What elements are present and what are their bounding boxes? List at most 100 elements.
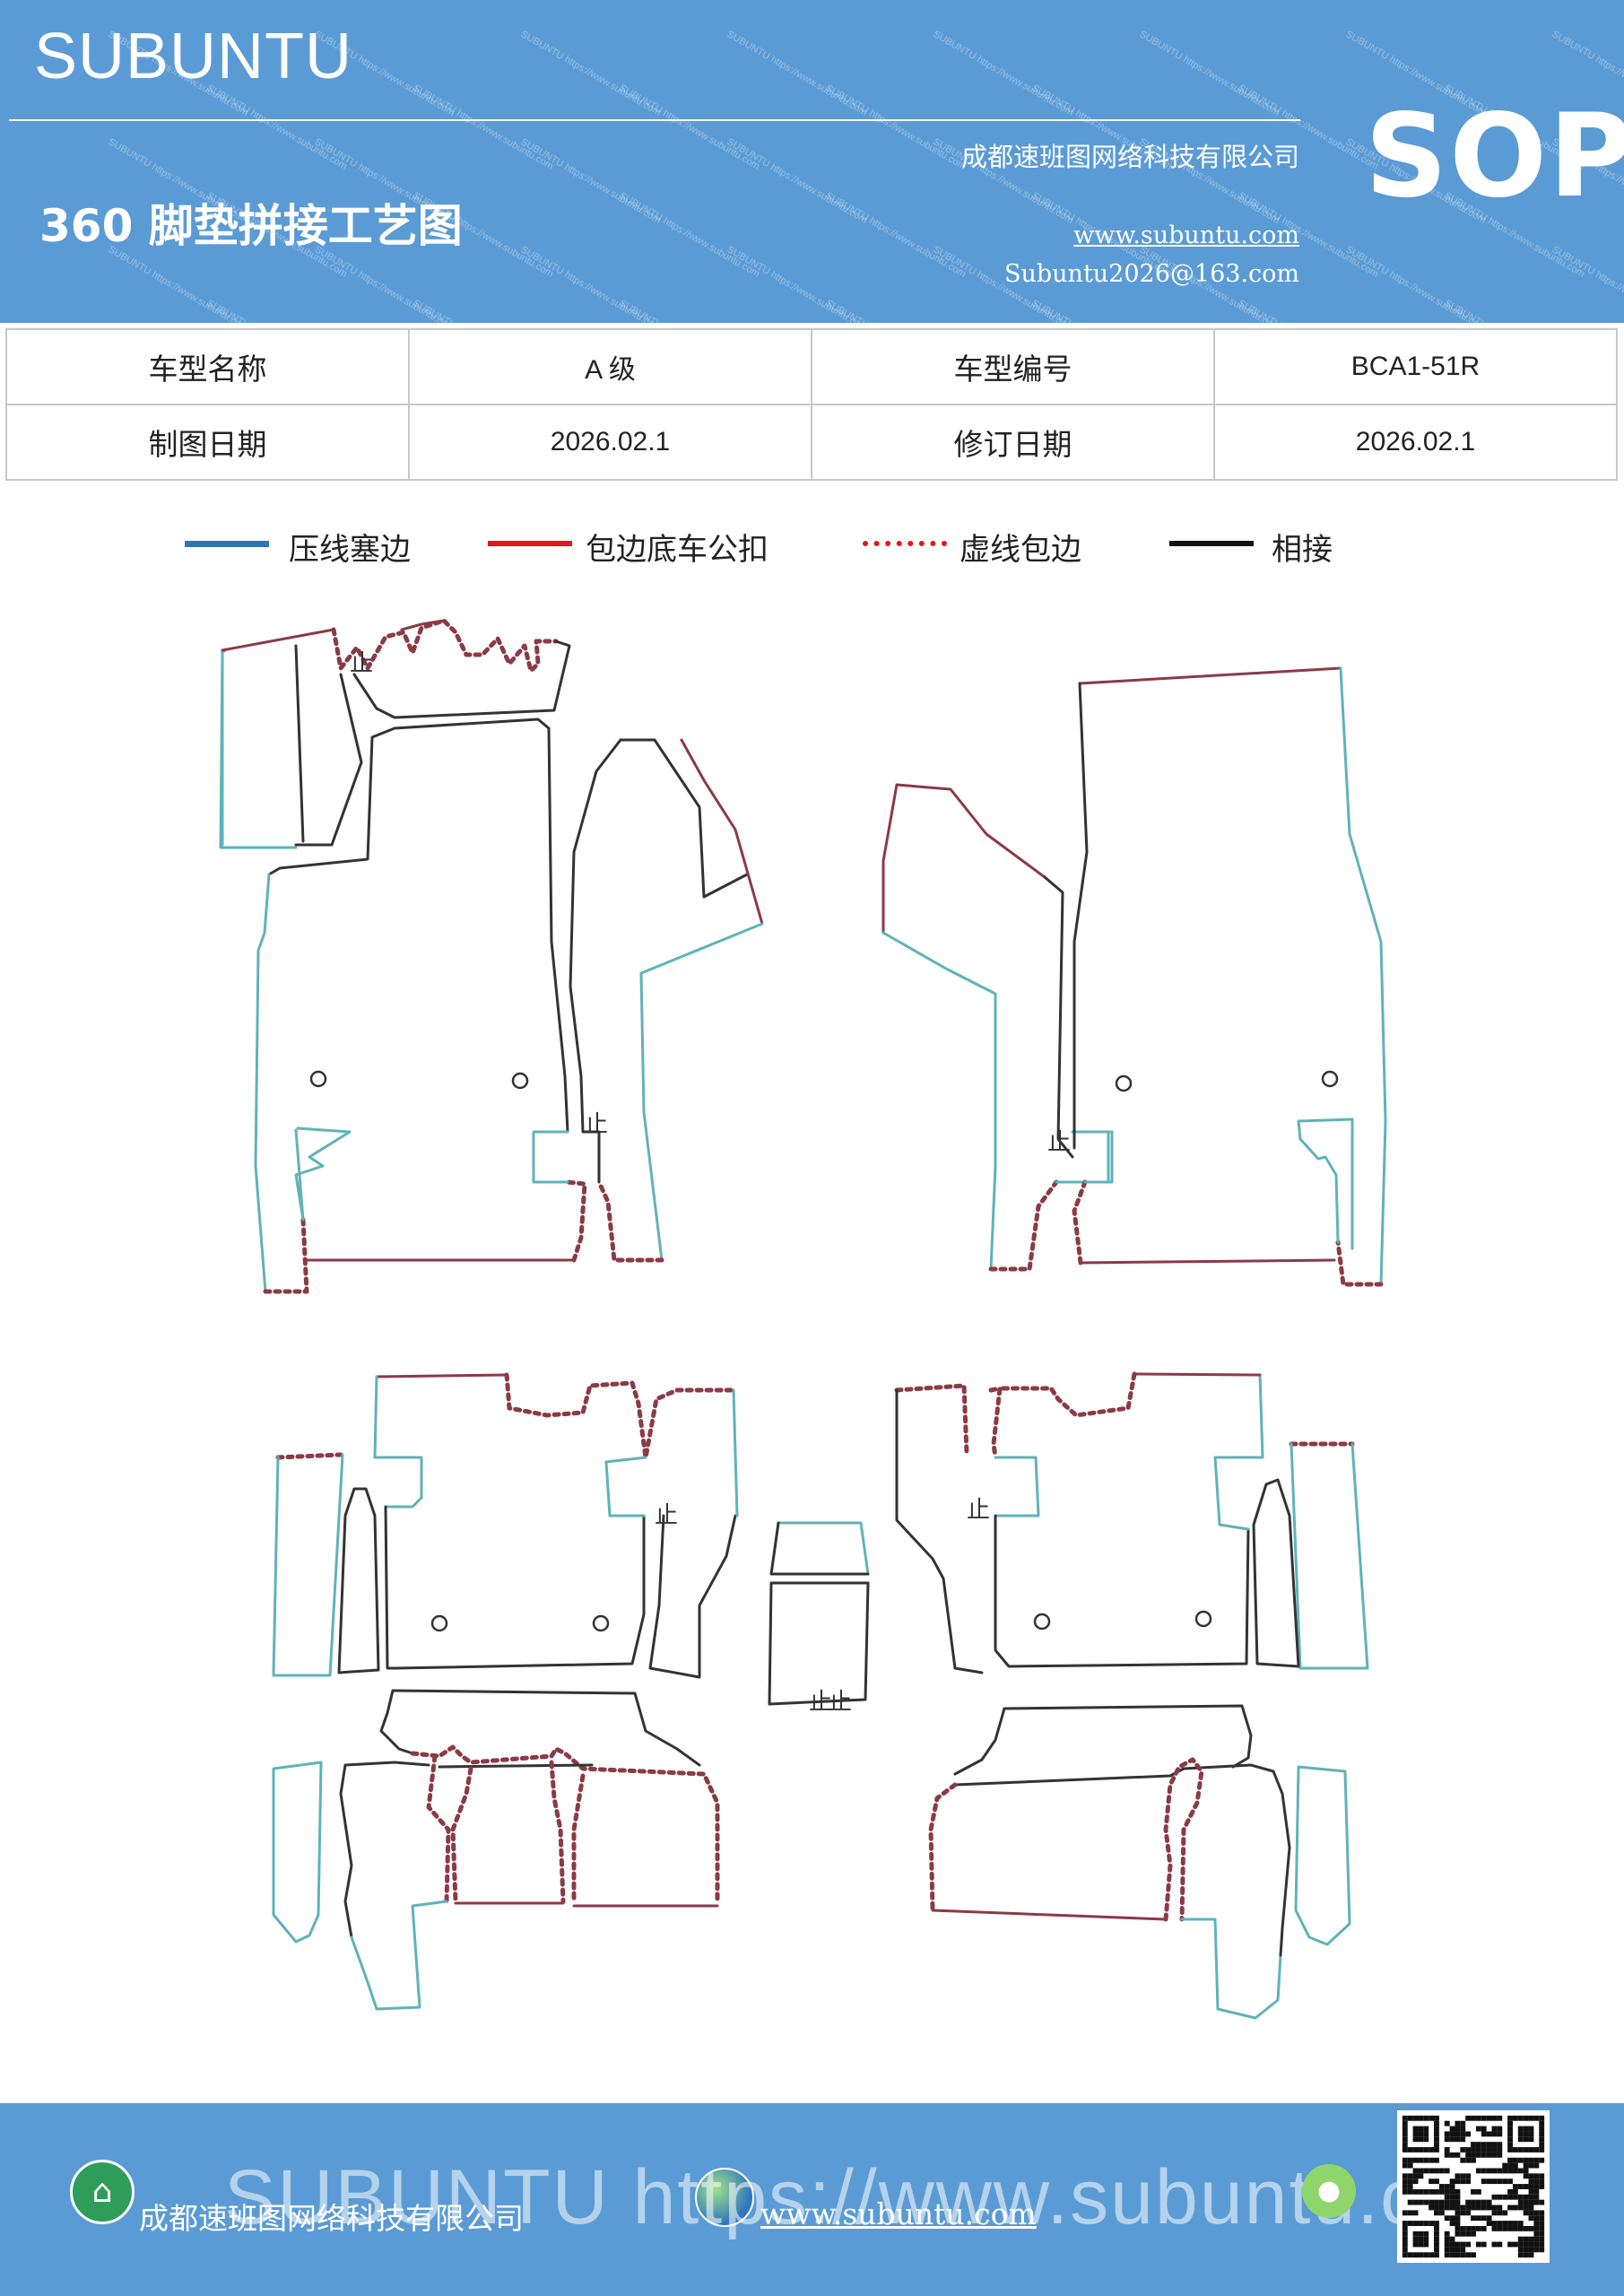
footer-website-link[interactable]: www.subuntu.com	[760, 2196, 1037, 2231]
mat-edge	[1339, 666, 1387, 1286]
mat-edge	[337, 1487, 380, 1674]
mount-hole	[430, 1614, 448, 1632]
mat-edge	[680, 738, 764, 926]
mat-edge	[894, 1383, 969, 1456]
footer-company-name: 成都速班图网络科技有限公司	[139, 2201, 524, 2236]
mat-edge	[294, 673, 363, 847]
edge-legend: 压线塞边 包边底车公扣 虚线包边 相接	[0, 525, 1624, 578]
mat-edge	[384, 1505, 646, 1670]
mat-edge	[895, 783, 1046, 879]
footer-banner: ⌂ 成都速班图网络科技有限公司 www.subuntu.com SUBUNTU …	[0, 2103, 1624, 2296]
mat-edge	[732, 1388, 739, 1518]
mat-edge	[1294, 1765, 1351, 1946]
mat-edge	[267, 726, 396, 876]
mat-edge	[1078, 666, 1342, 685]
mat-edge	[619, 738, 749, 899]
mat-edge	[1163, 1757, 1204, 1922]
mat-edge	[438, 1763, 594, 1769]
mat-edge	[881, 931, 997, 1271]
mat-edge	[1335, 1239, 1384, 1287]
legend-label-joined: 相接	[1272, 532, 1333, 568]
website-link[interactable]: www.subuntu.com	[1073, 222, 1299, 249]
mat-edge	[254, 873, 271, 1293]
mount-hole	[1321, 1070, 1339, 1088]
mat-center-tunnel	[768, 1521, 870, 1706]
mat-edge	[272, 1453, 344, 1677]
mat-edge	[1072, 1179, 1088, 1265]
table-row: 制图日期 2026.02.1 修订日期 2026.02.1	[5, 404, 1618, 481]
mat-edge	[1272, 1770, 1291, 1957]
mat-edge	[300, 1217, 309, 1294]
mat-third-row-left	[272, 1689, 720, 2011]
legend-label-dotted-edge: 虚线包边	[960, 532, 1081, 568]
mat-edge	[1043, 875, 1074, 1159]
mat-edge	[373, 1375, 423, 1509]
mount-hole	[511, 1072, 529, 1090]
mat-edge	[352, 639, 571, 719]
mat-edge	[928, 1782, 958, 1913]
mount-hole	[1194, 1610, 1212, 1628]
mat-edge	[450, 1766, 473, 1904]
mat-edge	[272, 1761, 323, 1944]
building-icon: ⌂	[70, 2160, 135, 2224]
legend-swatch-dotted-edge	[863, 541, 947, 546]
mat-edge	[604, 1456, 647, 1518]
mat-edge	[1073, 682, 1089, 1150]
qr-code[interactable]	[1397, 2110, 1550, 2263]
revision-date-label: 修订日期	[811, 404, 1215, 481]
mat-edge	[1297, 1118, 1354, 1250]
mat-edge	[410, 1744, 720, 1904]
mat-rear-left	[373, 1372, 739, 1679]
mat-edge	[777, 1521, 870, 1576]
stop-markers: 止 止 止 止 止 止 止	[350, 650, 1071, 1716]
mat-edge	[994, 1456, 1040, 1518]
table-row: 车型名称 A 级 车型编号 BCA1-51R	[5, 328, 1618, 405]
document-title: 360 脚垫拼接工艺图	[39, 200, 463, 252]
model-name-label: 车型名称	[5, 328, 410, 405]
draw-date-label: 制图日期	[5, 404, 410, 481]
mat-edge	[1290, 1442, 1369, 1670]
mat-edge	[426, 1753, 451, 1904]
mat-edge	[648, 1514, 737, 1679]
mat-edge	[1133, 1372, 1262, 1377]
wechat-icon: ●	[1302, 2164, 1356, 2218]
mat-edge	[331, 618, 559, 674]
model-name-value: A 级	[408, 328, 812, 405]
mat-edge	[988, 1386, 1003, 1460]
brand-name: SUBUNTU	[34, 21, 353, 92]
mat-edge	[768, 1581, 870, 1706]
mat-edge	[953, 1763, 1275, 1787]
mat-front-left-center	[569, 738, 764, 1263]
header-divider	[9, 119, 1300, 121]
mount-hole	[309, 1070, 327, 1088]
mat-edge	[639, 922, 764, 1262]
mat-edge	[596, 1179, 664, 1263]
model-code-value: BCA1-51R	[1213, 328, 1618, 405]
stop-marker: 止	[655, 1502, 678, 1529]
mat-edge	[379, 1689, 414, 1755]
legend-label-press-line: 压线塞边	[289, 532, 411, 568]
mat-rear-left-sidebars	[272, 1452, 380, 1677]
globe-icon	[695, 2168, 754, 2227]
stop-marker: 止	[967, 1497, 990, 1524]
vehicle-info-table: 车型名称 A 级 车型编号 BCA1-51R 制图日期 2026.02.1 修订…	[5, 328, 1618, 481]
email-address[interactable]: Subuntu2026@163.com	[1004, 260, 1299, 288]
mat-edge	[532, 1130, 569, 1184]
revision-date-value: 2026.02.1	[1213, 404, 1618, 481]
mat-edge	[339, 1763, 353, 1939]
legend-label-bound-edge: 包边底车公扣	[586, 532, 769, 568]
legend-swatch-joined	[1169, 541, 1254, 546]
mat-edge	[1213, 1373, 1264, 1531]
mat-edge	[769, 1521, 870, 1576]
stop-marker: 止	[1047, 1129, 1071, 1156]
mat-edge	[375, 1373, 508, 1378]
stop-marker: 止	[350, 650, 373, 677]
mat-edge	[275, 1452, 343, 1460]
sop-badge: SOP	[1365, 90, 1624, 223]
mat-edge	[565, 1179, 587, 1263]
company-name: 成都速班图网络科技有限公司	[960, 142, 1299, 172]
model-code-label: 车型编号	[811, 328, 1215, 405]
